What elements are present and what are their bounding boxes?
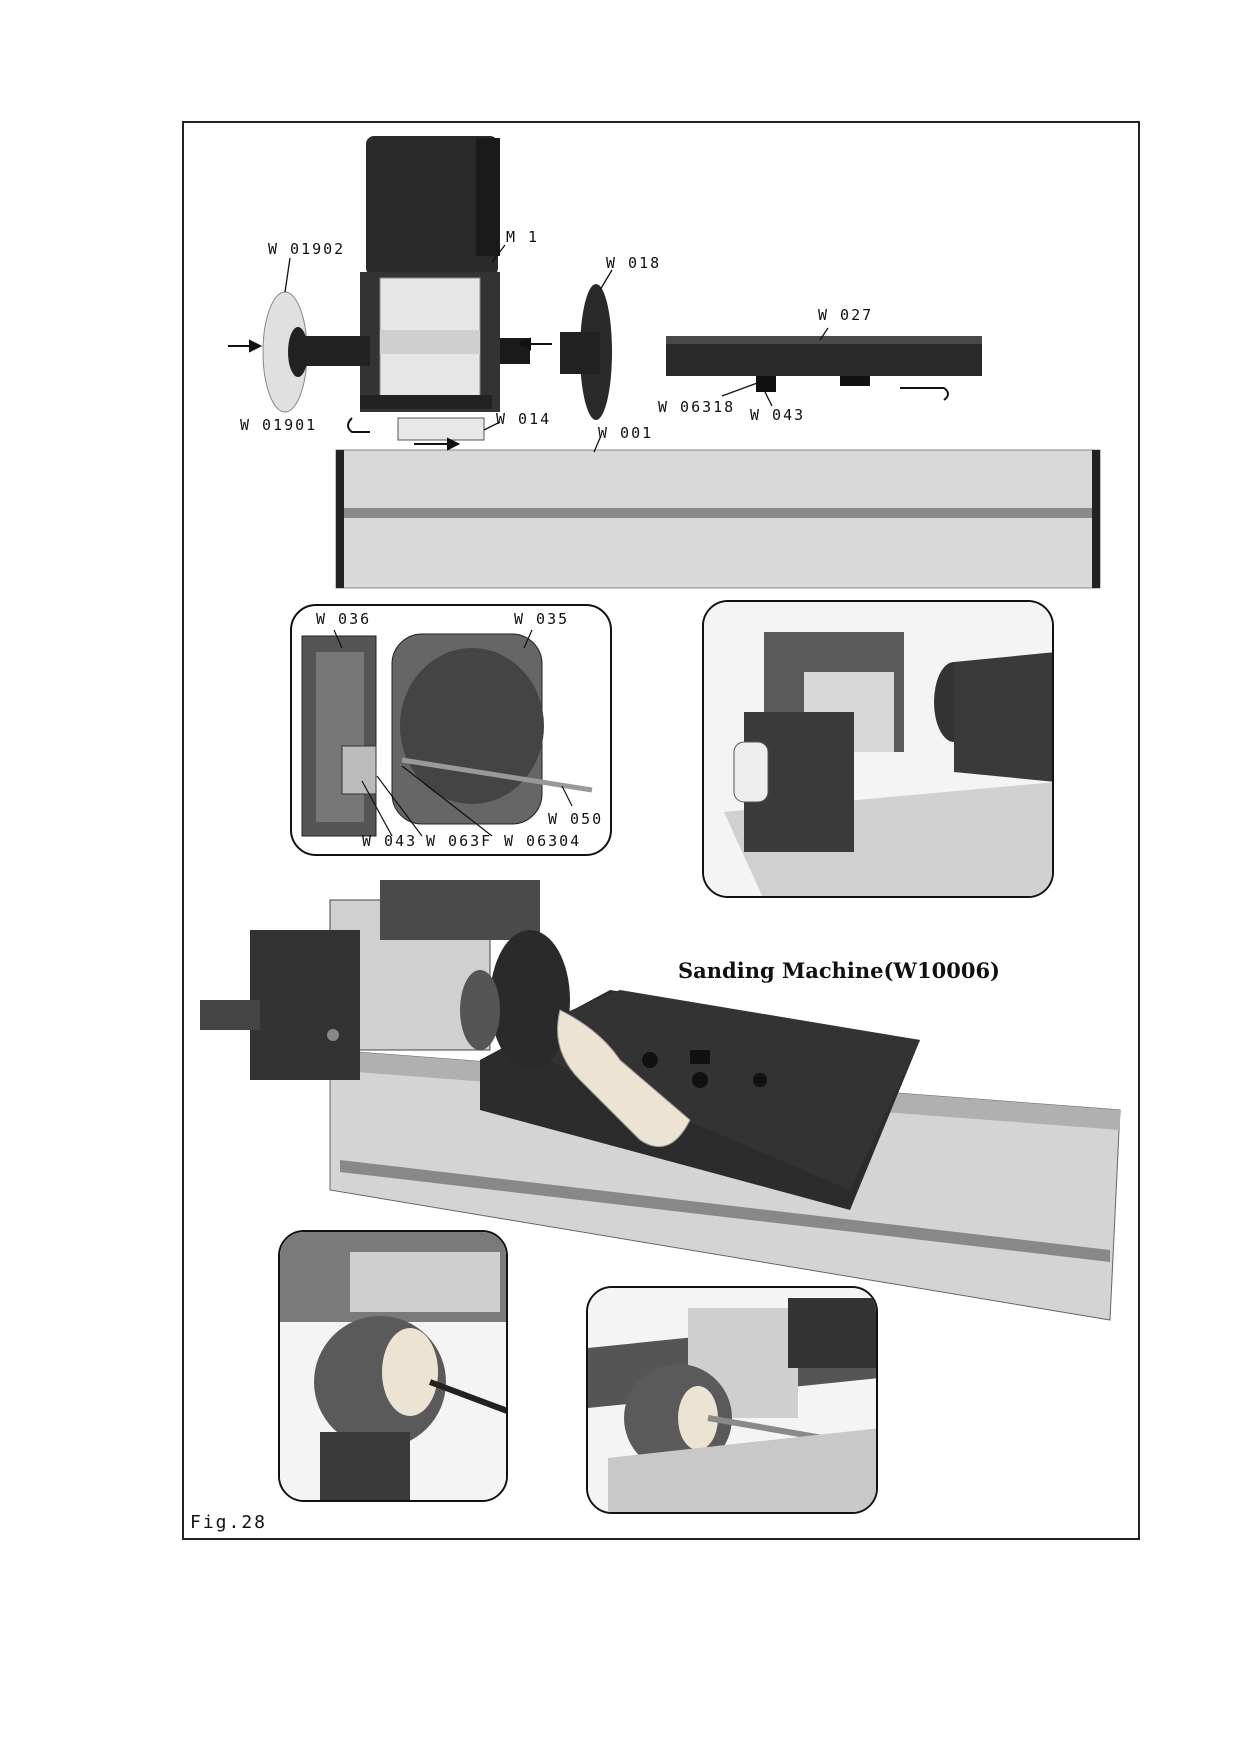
label-w01902: W 01902 bbox=[268, 240, 346, 258]
tool-rest-w027 bbox=[666, 336, 982, 392]
label-w001: W 001 bbox=[598, 424, 654, 442]
photo-panel-sanding-closeup-right bbox=[586, 1286, 878, 1514]
photo-panel-assembled-head bbox=[702, 600, 1054, 898]
figure-frame bbox=[182, 121, 1140, 1540]
clip-w014 bbox=[397, 417, 485, 441]
label-w035: W 035 bbox=[514, 610, 570, 628]
photo-panel-sanding-closeup-left bbox=[278, 1230, 508, 1502]
base-rail-w001 bbox=[335, 449, 1101, 589]
label-w018: W 018 bbox=[606, 254, 662, 272]
label-w01901: W 01901 bbox=[240, 416, 318, 434]
label-w027: W 027 bbox=[818, 306, 874, 324]
label-w050: W 050 bbox=[548, 810, 604, 828]
exploded-view-illustration bbox=[228, 136, 1101, 589]
figure-caption: Fig.28 bbox=[190, 1512, 268, 1533]
motor-m1 bbox=[360, 136, 500, 412]
curved-arrows bbox=[347, 387, 949, 433]
label-w06304: W 06304 bbox=[504, 832, 582, 850]
assembly-arrows bbox=[228, 337, 552, 451]
label-w014: W 014 bbox=[496, 410, 552, 428]
label-w043-top: W 043 bbox=[750, 406, 806, 424]
label-w043-bottom: W 043 bbox=[362, 832, 418, 850]
label-m1: M 1 bbox=[506, 228, 540, 246]
label-w06318: W 06318 bbox=[658, 398, 736, 416]
label-w036: W 036 bbox=[316, 610, 372, 628]
sanding-wheel-w01902 bbox=[262, 291, 370, 413]
page-title: Sanding Machine(W10006) bbox=[678, 958, 1000, 983]
label-w063f: W 063F bbox=[426, 832, 493, 850]
detail-panel-guard: W 036 W 035 W 050 W 043 W 063F W 06304 bbox=[290, 604, 612, 856]
disc-w018 bbox=[560, 284, 612, 420]
